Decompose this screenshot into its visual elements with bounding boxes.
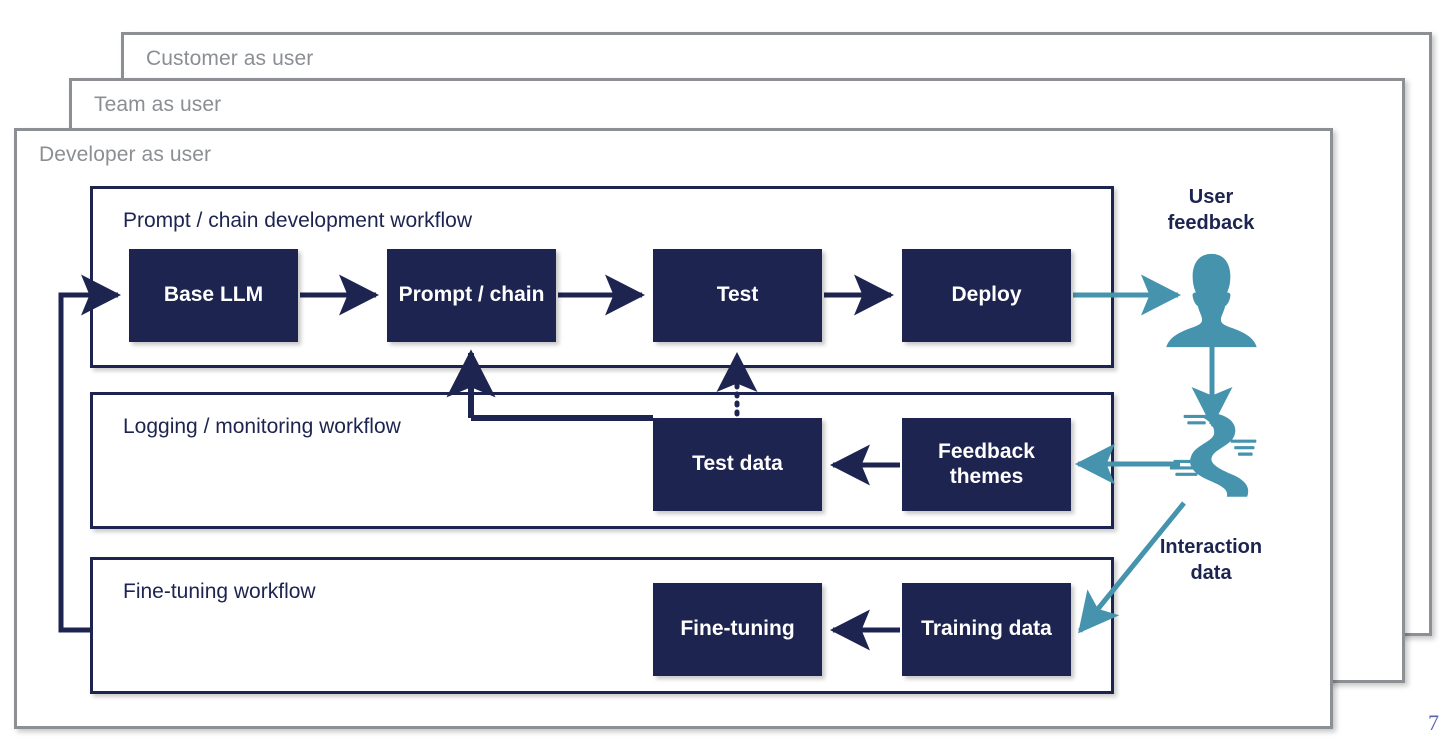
user-silhouette-icon <box>1164 252 1259 350</box>
workflow-prompt-chain-label: Prompt / chain development workflow <box>123 209 472 232</box>
caption-user-feedback: User feedback <box>1167 186 1255 234</box>
node-deploy[interactable]: Deploy <box>902 249 1071 342</box>
node-prompt-chain[interactable]: Prompt / chain <box>387 249 556 342</box>
river-stream-icon <box>1168 412 1260 506</box>
node-test-data[interactable]: Test data <box>653 418 822 511</box>
node-base-llm[interactable]: Base LLM <box>129 249 298 342</box>
node-feedback-themes[interactable]: Feedback themes <box>902 418 1071 511</box>
page-number-mark: 7 <box>1428 710 1439 735</box>
node-fine-tuning[interactable]: Fine-tuning <box>653 583 822 676</box>
workflow-logging-monitoring-label: Logging / monitoring workflow <box>123 415 401 438</box>
frame-customer-label: Customer as user <box>146 47 314 70</box>
node-test[interactable]: Test <box>653 249 822 342</box>
node-training-data[interactable]: Training data <box>902 583 1071 676</box>
workflow-fine-tuning-label: Fine-tuning workflow <box>123 580 316 603</box>
frame-team-label: Team as user <box>94 93 222 116</box>
frame-developer-label: Developer as user <box>39 143 212 166</box>
caption-interaction-data: Interaction data <box>1159 536 1263 584</box>
